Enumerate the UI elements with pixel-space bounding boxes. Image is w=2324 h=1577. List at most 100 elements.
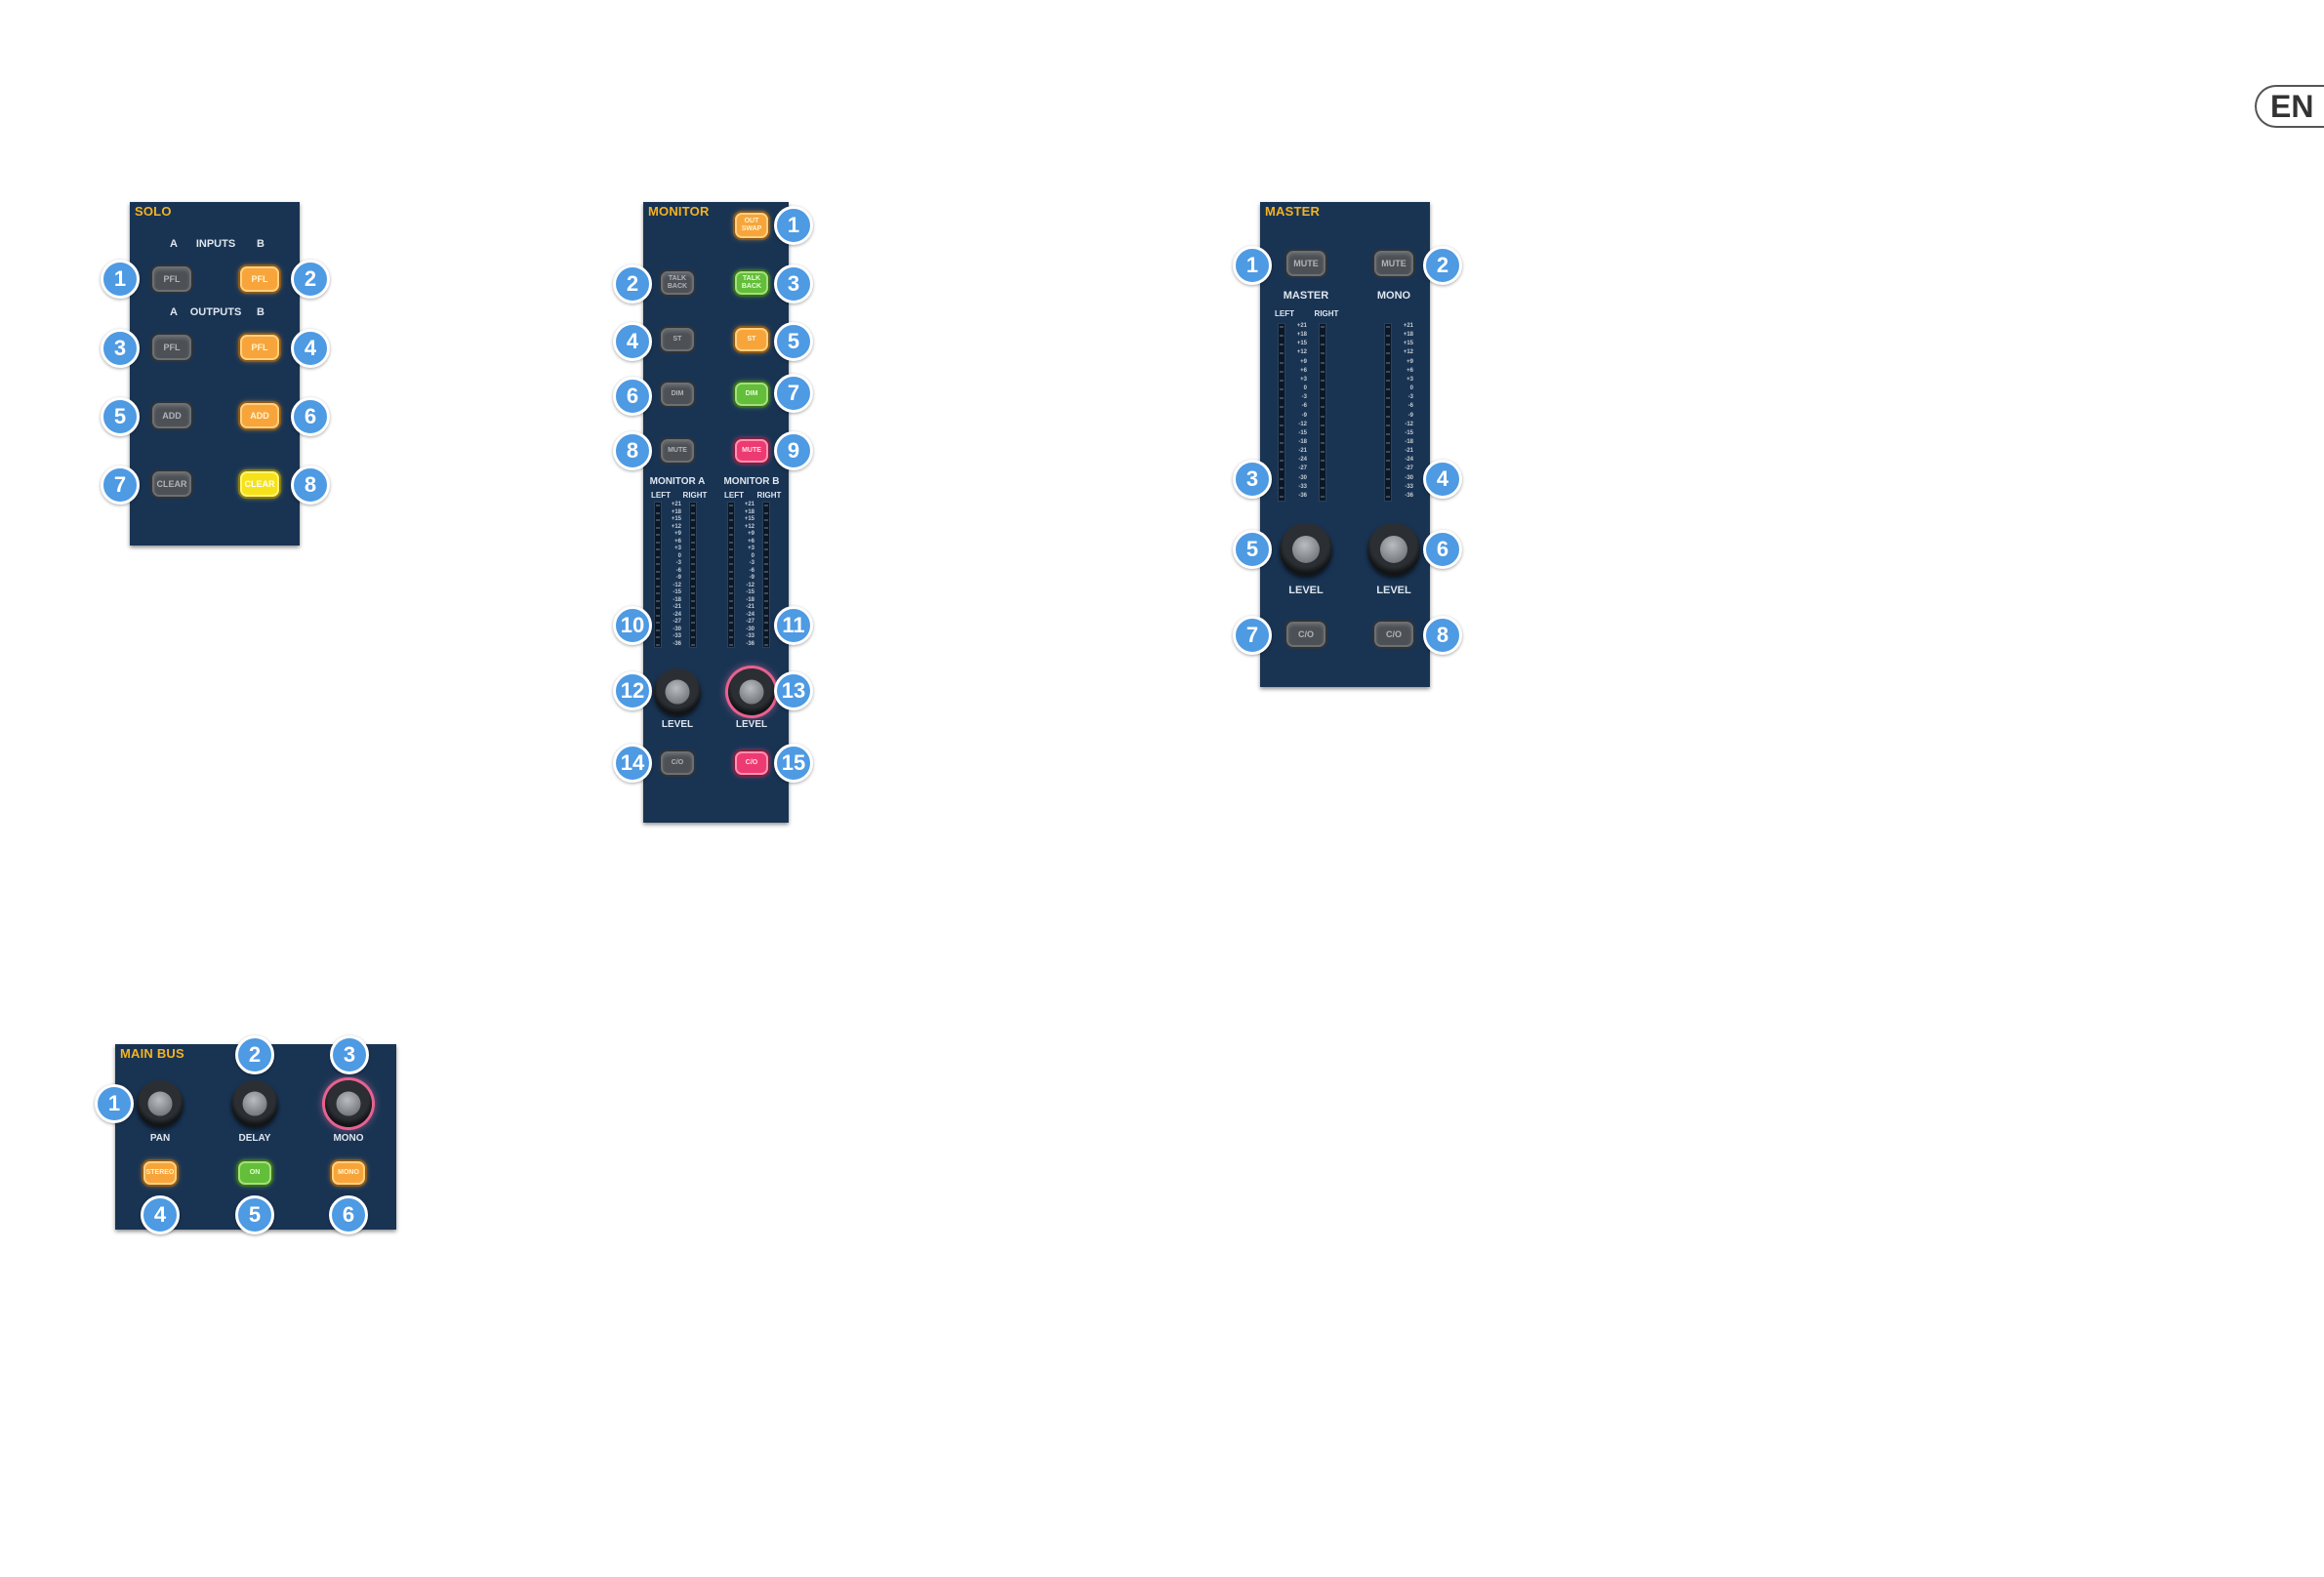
- meter-led-segment: [691, 570, 695, 573]
- meter-scale-tick: -6: [1301, 403, 1307, 410]
- solo-input-b-pfl-button[interactable]: PFL: [240, 266, 279, 292]
- monitor-a-left-label: LEFT: [651, 491, 671, 500]
- meter-led-segment: [1386, 451, 1390, 454]
- meter-scale-tick: +15: [671, 516, 681, 522]
- callout: 7: [774, 374, 813, 413]
- meter-led-segment: [1321, 460, 1325, 463]
- meter-led-segment: [764, 570, 768, 573]
- meter-led-segment: [729, 614, 733, 617]
- master-co-button[interactable]: C/O: [1286, 622, 1325, 647]
- co-b-button[interactable]: C/O: [735, 751, 768, 775]
- out-swap-button[interactable]: OUT SWAP: [735, 213, 768, 238]
- solo-output-b-pfl-button[interactable]: PFL: [240, 335, 279, 360]
- talkback-a-button[interactable]: TALK BACK: [661, 271, 694, 295]
- mono-button[interactable]: MONO: [332, 1161, 365, 1185]
- dim-a-button[interactable]: DIM: [661, 383, 694, 406]
- callout: 4: [141, 1195, 180, 1234]
- meter-led-segment: [1321, 451, 1325, 454]
- stereo-button[interactable]: STEREO: [143, 1161, 177, 1185]
- meter-scale-tick: +21: [1403, 323, 1413, 329]
- meter-led-segment: [1321, 468, 1325, 471]
- callout: 5: [101, 397, 140, 436]
- meter-scale-tick: -30: [1405, 474, 1413, 481]
- delay-knob[interactable]: [231, 1080, 278, 1127]
- callout: 15: [774, 744, 813, 783]
- meter-led-segment: [1386, 344, 1390, 346]
- meter-led-segment: [764, 563, 768, 565]
- meter-scale-tick: +3: [674, 546, 681, 551]
- meter-led-segment: [1386, 370, 1390, 373]
- callout: 3: [774, 264, 813, 303]
- meter-led-segment: [656, 607, 660, 609]
- outputs-a-label: A: [170, 306, 178, 318]
- meter-led-segment: [1321, 326, 1325, 328]
- mono-mute-button[interactable]: MUTE: [1374, 251, 1413, 276]
- mono-co-button[interactable]: C/O: [1374, 622, 1413, 647]
- meter-scale-tick: -18: [1298, 438, 1307, 445]
- meter-led-segment: [1321, 361, 1325, 364]
- monitor-a-level-knob[interactable]: [654, 668, 701, 715]
- meter-led-segment: [729, 636, 733, 638]
- meter-scale-tick: -9: [1301, 412, 1307, 419]
- master-mute-button[interactable]: MUTE: [1286, 251, 1325, 276]
- meter-led-segment: [656, 505, 660, 506]
- solo-output-a-pfl-button[interactable]: PFL: [152, 335, 191, 360]
- callout: 14: [613, 744, 652, 783]
- meter-scale-tick: -27: [1405, 465, 1413, 472]
- callout: 5: [1233, 530, 1272, 569]
- mono-level-knob[interactable]: [325, 1080, 372, 1127]
- meter-scale-tick: -12: [673, 582, 681, 588]
- meter-scale-tick: +21: [1296, 323, 1307, 329]
- solo-clear-b-button[interactable]: CLEAR: [240, 471, 279, 497]
- meter-led-segment: [764, 599, 768, 602]
- meter-led-segment: [729, 585, 733, 587]
- monitor-b-label: MONITOR B: [723, 476, 780, 487]
- meter-led-segment: [729, 563, 733, 565]
- meter-led-segment: [729, 599, 733, 602]
- solo-input-a-pfl-button[interactable]: PFL: [152, 266, 191, 292]
- meter-scale-tick: -24: [673, 611, 681, 618]
- meter-scale-tick: -21: [1405, 448, 1413, 455]
- meter-led-segment: [764, 643, 768, 646]
- delay-on-button[interactable]: ON: [238, 1161, 271, 1185]
- inputs-b-label: B: [257, 238, 265, 250]
- monitor-b-level-knob[interactable]: [728, 668, 775, 715]
- meter-led-segment: [656, 570, 660, 573]
- meter-led-segment: [1280, 468, 1284, 471]
- meter-led-segment: [729, 505, 733, 506]
- solo-add-b-button[interactable]: ADD: [240, 403, 279, 428]
- meter-led-segment: [1321, 370, 1325, 373]
- meter-led-segment: [1386, 352, 1390, 355]
- solo-title: SOLO: [135, 204, 172, 219]
- master-level-label: LEVEL: [1288, 585, 1324, 596]
- dim-b-button[interactable]: DIM: [735, 383, 768, 406]
- solo-clear-a-button[interactable]: CLEAR: [152, 471, 191, 497]
- callout: 4: [291, 329, 330, 368]
- mute-a-button[interactable]: MUTE: [661, 439, 694, 463]
- callout: 1: [1233, 246, 1272, 285]
- callout: 12: [613, 671, 652, 710]
- meter-led-segment: [691, 541, 695, 544]
- meter-scale-tick: +12: [1403, 349, 1413, 356]
- master-right-label: RIGHT: [1314, 309, 1339, 318]
- master-level-knob[interactable]: [1280, 523, 1332, 576]
- mute-b-button[interactable]: MUTE: [735, 439, 768, 463]
- solo-add-a-button[interactable]: ADD: [152, 403, 191, 428]
- solo-panel: SOLO A INPUTS B PFL PFL A OUTPUTS B PFL …: [130, 202, 300, 546]
- meter-led-segment: [764, 585, 768, 587]
- meter-scale-tick: -27: [1298, 465, 1307, 472]
- callout: 8: [291, 465, 330, 505]
- mono-level-knob[interactable]: [1367, 523, 1420, 576]
- st-b-button[interactable]: ST: [735, 328, 768, 351]
- meter-led-segment: [1321, 335, 1325, 338]
- callout: 3: [101, 329, 140, 368]
- st-a-button[interactable]: ST: [661, 328, 694, 351]
- talkback-b-button[interactable]: TALK BACK: [735, 271, 768, 295]
- meter-led-segment: [1386, 441, 1390, 444]
- co-a-button[interactable]: C/O: [661, 751, 694, 775]
- meter-scale-tick: +18: [1296, 332, 1307, 339]
- callout: 3: [1233, 460, 1272, 499]
- callout: 6: [329, 1195, 368, 1234]
- pan-knob[interactable]: [137, 1080, 183, 1127]
- callout: 4: [613, 322, 652, 361]
